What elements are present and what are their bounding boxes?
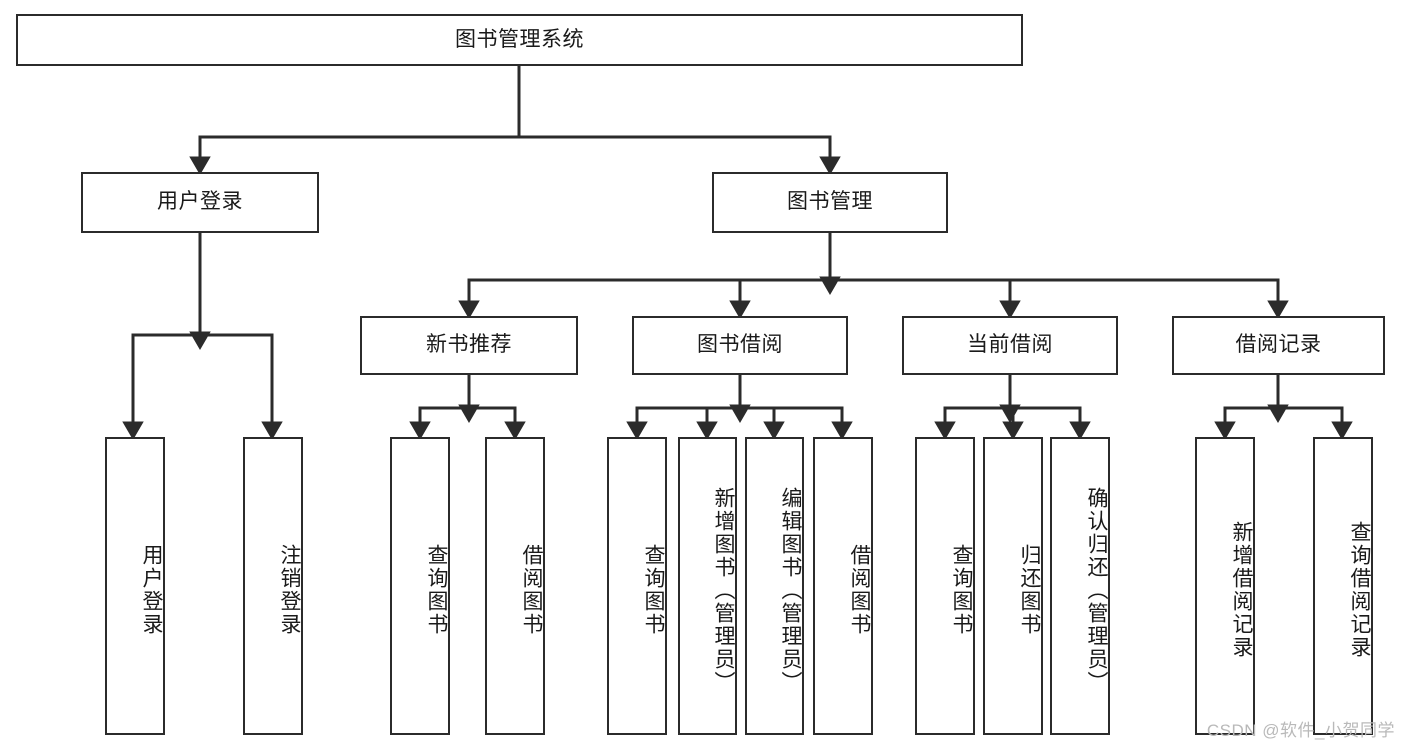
connector-record-to-leaf2 xyxy=(1278,406,1353,440)
node-level2-3-label: 借阅记录 xyxy=(1235,333,1322,357)
connector-borrow-to-leaf2 xyxy=(696,406,740,440)
node-leaves-9[interactable]: 归还图书 xyxy=(983,437,1043,735)
node-level2-2-label: 当前借阅 xyxy=(967,333,1053,357)
node-leaves-2-label: 查询图书 xyxy=(425,544,448,636)
connector-root-to-level1 xyxy=(189,66,521,175)
node-leaves-9-label: 归还图书 xyxy=(1018,544,1041,636)
node-leaves-0[interactable]: 用户登录 xyxy=(105,437,165,735)
node-leaves-8-label: 查询图书 xyxy=(950,544,973,636)
connector-current-to-leaf2 xyxy=(1002,406,1024,440)
connector-current-to-leaf1 xyxy=(934,406,1010,440)
connector-book-mgmt-to-new xyxy=(458,278,830,319)
node-leaves-2[interactable]: 查询图书 xyxy=(390,437,450,735)
connector-borrow-to-leaf3 xyxy=(740,406,785,440)
connector-user-login-to-leaf1 xyxy=(122,333,200,440)
node-level1-1[interactable]: 图书管理 xyxy=(712,172,948,233)
node-leaves-11[interactable]: 新增借阅记录 xyxy=(1195,437,1255,735)
node-level2-2[interactable]: 当前借阅 xyxy=(902,316,1118,375)
node-leaves-0-label: 用户登录 xyxy=(140,544,163,636)
node-level2-1[interactable]: 图书借阅 xyxy=(632,316,848,375)
node-leaves-1[interactable]: 注销登录 xyxy=(243,437,303,735)
node-leaves-10[interactable]: 确认归还（管理员） xyxy=(1050,437,1110,735)
node-leaves-1-label: 注销登录 xyxy=(278,544,301,636)
node-level2-0-label: 新书推荐 xyxy=(426,333,512,357)
connector-book-mgmt-to-borrow xyxy=(729,278,830,319)
connector-current-to-leaf3 xyxy=(1010,406,1091,440)
node-root[interactable]: 图书管理系统 xyxy=(16,14,1023,66)
node-leaves-4-label: 查询图书 xyxy=(642,544,665,636)
node-level2-3[interactable]: 借阅记录 xyxy=(1172,316,1385,375)
node-leaves-3-label: 借阅图书 xyxy=(520,544,543,636)
node-level1-0[interactable]: 用户登录 xyxy=(81,172,319,233)
connector-new-book-to-leaf1 xyxy=(409,406,469,440)
connector-root-to-level1-right xyxy=(517,66,841,175)
node-leaves-5[interactable]: 新增图书（管理员） xyxy=(678,437,737,735)
connector-record-to-leaf1 xyxy=(1214,406,1278,440)
connector-borrow-to-leaf1 xyxy=(626,406,740,440)
watermark-text: CSDN @软件_小贺同学 xyxy=(1206,721,1395,740)
node-root-label: 图书管理系统 xyxy=(455,27,584,51)
connector-book-mgmt-to-record xyxy=(830,278,1289,319)
node-leaves-7[interactable]: 借阅图书 xyxy=(813,437,873,735)
node-level1-1-label: 图书管理 xyxy=(787,190,873,214)
connector-user-login-to-leaf2 xyxy=(200,333,283,440)
node-level1-0-label: 用户登录 xyxy=(157,190,243,214)
node-leaves-4[interactable]: 查询图书 xyxy=(607,437,667,735)
node-leaves-11-label: 新增借阅记录 xyxy=(1230,521,1253,659)
node-leaves-6-label: 编辑图书（管理员） xyxy=(779,486,802,694)
node-leaves-7-label: 借阅图书 xyxy=(848,544,871,636)
node-leaves-12[interactable]: 查询借阅记录 xyxy=(1313,437,1373,735)
node-leaves-10-label: 确认归还（管理员） xyxy=(1085,486,1108,694)
node-level2-1-label: 图书借阅 xyxy=(697,333,783,357)
connector-new-book-to-leaf2 xyxy=(469,406,526,440)
node-level2-0[interactable]: 新书推荐 xyxy=(360,316,578,375)
node-leaves-6[interactable]: 编辑图书（管理员） xyxy=(745,437,804,735)
node-leaves-3[interactable]: 借阅图书 xyxy=(485,437,545,735)
node-leaves-12-label: 查询借阅记录 xyxy=(1348,521,1371,659)
connector-borrow-to-leaf4 xyxy=(740,406,853,440)
connector-book-mgmt-to-current xyxy=(830,278,1021,319)
node-leaves-5-label: 新增图书（管理员） xyxy=(712,486,735,694)
node-leaves-8[interactable]: 查询图书 xyxy=(915,437,975,735)
